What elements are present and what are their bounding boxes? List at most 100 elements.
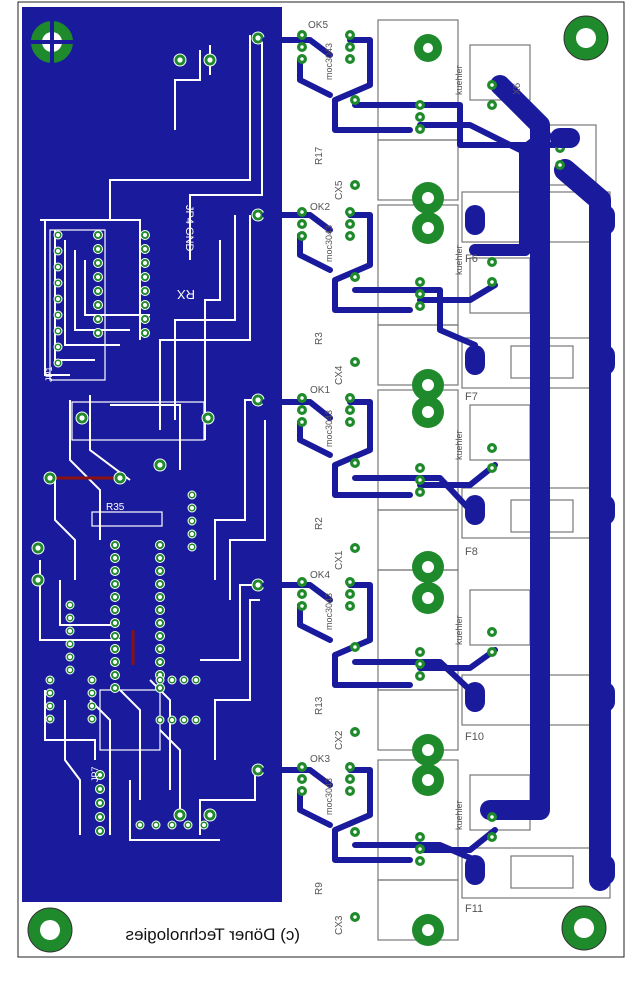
drill-hole bbox=[353, 275, 357, 279]
drill-hole bbox=[177, 57, 183, 63]
label-cx3: CX3 bbox=[334, 915, 345, 935]
drill-hole bbox=[300, 222, 304, 226]
drill-hole bbox=[48, 717, 52, 721]
drill-hole bbox=[255, 35, 261, 41]
label-x6: X6 bbox=[512, 82, 523, 95]
drill-hole bbox=[112, 646, 118, 652]
drill-hole bbox=[353, 546, 357, 550]
drill-hole bbox=[90, 691, 94, 695]
drill-hole bbox=[142, 316, 148, 322]
drill-hole bbox=[418, 650, 422, 654]
label-r2: R2 bbox=[314, 517, 325, 530]
drill-hole bbox=[142, 302, 148, 308]
drill-hole bbox=[90, 717, 94, 721]
drill-hole bbox=[97, 814, 103, 820]
drill-hole bbox=[490, 630, 494, 634]
drill-hole bbox=[186, 823, 190, 827]
drill-hole bbox=[348, 57, 352, 61]
label-jp1: JP1 bbox=[44, 366, 54, 382]
drill-hole bbox=[300, 592, 304, 596]
drill-hole bbox=[418, 835, 422, 839]
drill-hole bbox=[138, 823, 142, 827]
label-f6: F6 bbox=[465, 253, 478, 265]
drill-hole bbox=[95, 274, 101, 280]
drill-hole bbox=[190, 545, 194, 549]
drill-hole bbox=[142, 288, 148, 294]
drill-hole bbox=[300, 765, 304, 769]
drill-hole bbox=[157, 633, 163, 639]
drill-hole bbox=[300, 33, 304, 37]
drill-hole bbox=[348, 580, 352, 584]
drill-hole bbox=[418, 103, 422, 107]
label-ok3: OK3 bbox=[310, 754, 330, 765]
drill-hole bbox=[418, 115, 422, 119]
drill-hole bbox=[490, 446, 494, 450]
label-moc-4: moc3043 bbox=[324, 593, 334, 630]
label-f8: F8 bbox=[465, 546, 478, 558]
drill-hole bbox=[95, 330, 101, 336]
drill-hole bbox=[300, 210, 304, 214]
drill-hole bbox=[56, 249, 60, 253]
drill-hole bbox=[202, 823, 206, 827]
left-plane-pads bbox=[31, 31, 265, 836]
drill-hole bbox=[353, 98, 357, 102]
drill-hole bbox=[300, 604, 304, 608]
drill-hole bbox=[95, 246, 101, 252]
drill-hole bbox=[348, 396, 352, 400]
drill-hole bbox=[300, 408, 304, 412]
drill-hole bbox=[112, 633, 118, 639]
drill-hole bbox=[300, 234, 304, 238]
drill-hole bbox=[490, 650, 494, 654]
drill-hole bbox=[48, 691, 52, 695]
drill-hole bbox=[353, 461, 357, 465]
label-gnd: JP4 GND bbox=[183, 205, 195, 252]
drill-hole bbox=[190, 493, 194, 497]
drill-hole bbox=[353, 183, 357, 187]
drill-hole bbox=[300, 580, 304, 584]
drill-hole bbox=[56, 297, 60, 301]
drill-hole bbox=[112, 620, 118, 626]
drill-hole bbox=[255, 397, 261, 403]
drill-hole bbox=[300, 777, 304, 781]
label-r9: R9 bbox=[314, 882, 325, 895]
footer-copyright: (c) Döner Technologies bbox=[126, 925, 301, 944]
drill-hole bbox=[157, 685, 163, 691]
drill-hole bbox=[157, 581, 163, 587]
label-f7: F7 bbox=[465, 391, 478, 403]
label-cx1: CX1 bbox=[334, 550, 345, 570]
drill-hole bbox=[95, 288, 101, 294]
drill-hole bbox=[418, 304, 422, 308]
drill-hole bbox=[90, 678, 94, 682]
label-kuehler-1: kuehler bbox=[454, 65, 464, 95]
drill-hole bbox=[48, 704, 52, 708]
drill-hole bbox=[177, 812, 183, 818]
drill-hole bbox=[194, 718, 198, 722]
drill-hole bbox=[95, 316, 101, 322]
drill-hole bbox=[112, 685, 118, 691]
drill-hole bbox=[207, 812, 213, 818]
jumper-wires bbox=[50, 476, 135, 665]
label-rx: RX bbox=[177, 287, 195, 302]
label-cx4: CX4 bbox=[334, 365, 345, 385]
drill-hole bbox=[97, 786, 103, 792]
drill-hole bbox=[95, 232, 101, 238]
drill-hole bbox=[68, 629, 72, 633]
drill-hole bbox=[353, 645, 357, 649]
drill-hole bbox=[418, 127, 422, 131]
label-kuehler-2: kuehler bbox=[454, 245, 464, 275]
drill-hole bbox=[194, 678, 198, 682]
component-outlines-left bbox=[49, 229, 205, 751]
drill-hole bbox=[112, 672, 118, 678]
label-r13: R13 bbox=[314, 696, 325, 715]
signal-traces bbox=[262, 37, 558, 863]
drill-hole bbox=[142, 260, 148, 266]
label-r3: R3 bbox=[314, 332, 325, 345]
drill-hole bbox=[68, 603, 72, 607]
drill-hole bbox=[142, 330, 148, 336]
drill-hole bbox=[157, 568, 163, 574]
drill-hole bbox=[68, 668, 72, 672]
drill-hole bbox=[182, 678, 186, 682]
drill-hole bbox=[300, 789, 304, 793]
drill-hole bbox=[490, 466, 494, 470]
drill-hole bbox=[157, 620, 163, 626]
